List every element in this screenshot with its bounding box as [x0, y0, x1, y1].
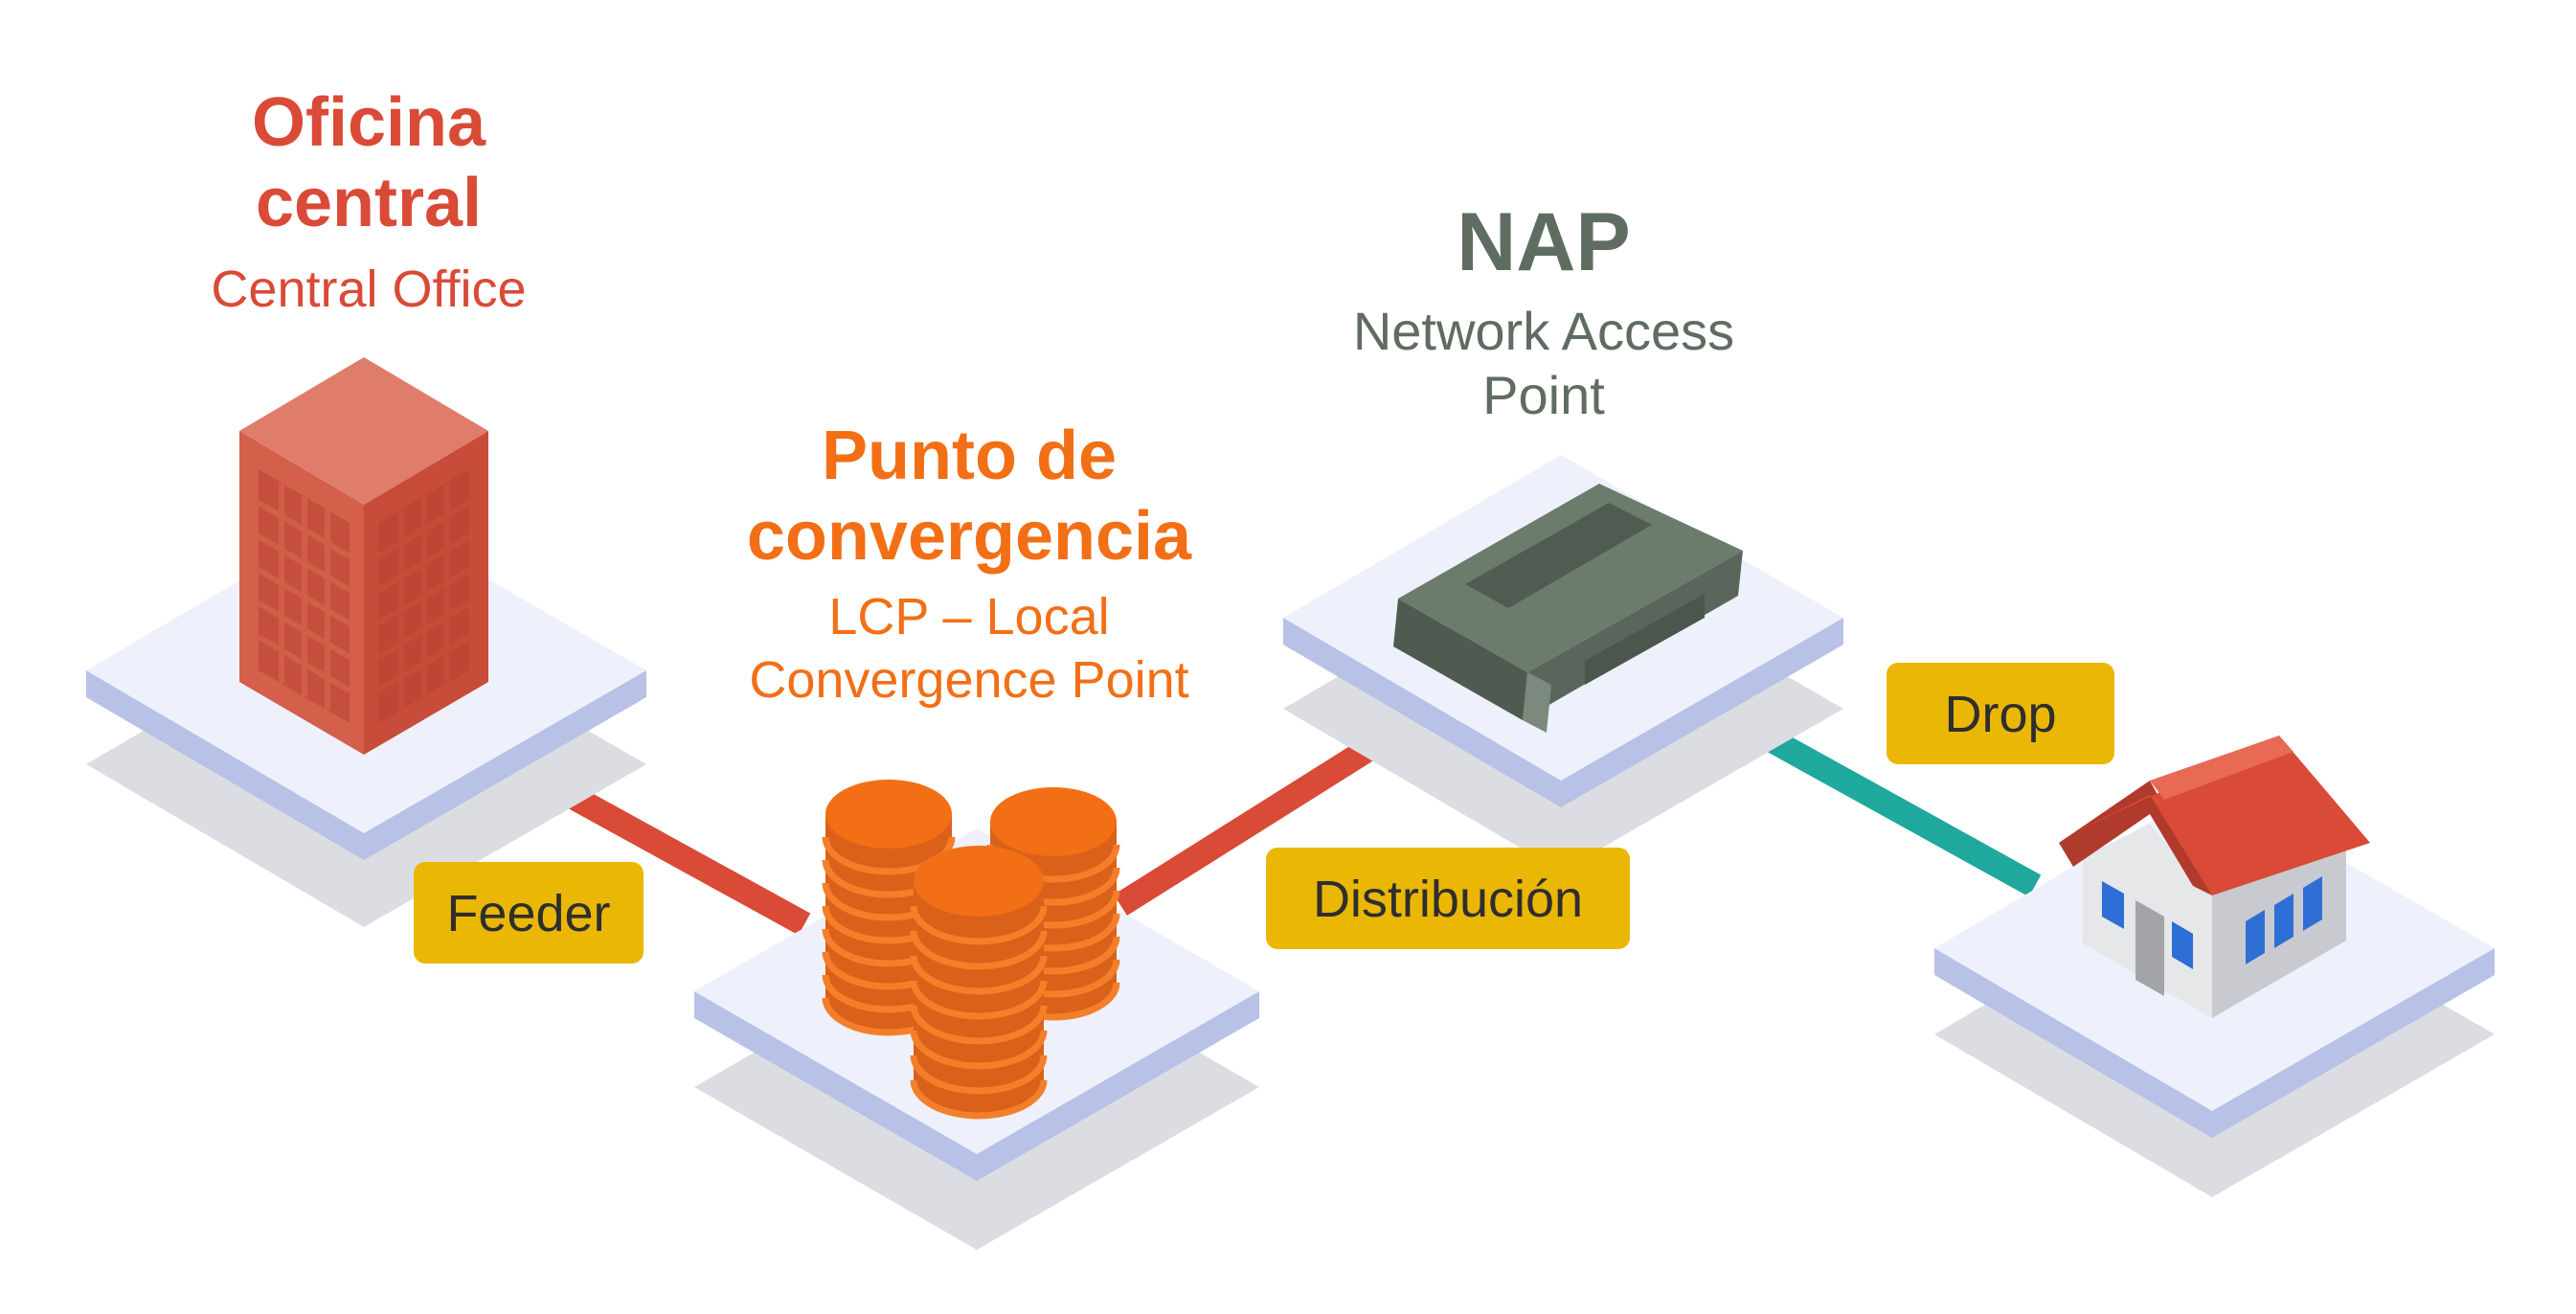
nap-title: NAP Network Access Point: [1353, 196, 1734, 425]
lcp-title-line1: Punto de: [822, 418, 1117, 494]
drop-label-text: Drop: [1944, 686, 2056, 743]
central-office-title-line1: Oficina: [252, 84, 486, 161]
feeder-label-text: Feeder: [446, 885, 610, 942]
lcp-subtitle-line2: Convergence Point: [749, 651, 1188, 709]
lcp-title: Punto de convergencia LCP – Local Conver…: [747, 418, 1192, 709]
feeder-label: Feeder: [414, 862, 644, 963]
network-access-point-box-icon: [1393, 484, 1743, 733]
cable-reels-icon: [822, 780, 1120, 1120]
central-office-title: Oficina central Central Office: [211, 84, 526, 318]
distribution-label: Distribución: [1266, 848, 1630, 949]
office-building-icon: [239, 357, 488, 755]
distribution-label-text: Distribución: [1313, 871, 1583, 928]
central-office-title-line2: central: [256, 165, 482, 241]
nap-title-main: NAP: [1457, 196, 1631, 288]
house-icon: [2059, 736, 2370, 1018]
central-office-subtitle: Central Office: [211, 261, 526, 318]
lcp-subtitle-line1: LCP – Local: [828, 588, 1109, 646]
lcp-title-line2: convergencia: [747, 498, 1192, 575]
nap-subtitle-line1: Network Access: [1353, 301, 1734, 361]
drop-label: Drop: [1887, 663, 2114, 764]
nap-subtitle-line2: Point: [1482, 365, 1605, 425]
